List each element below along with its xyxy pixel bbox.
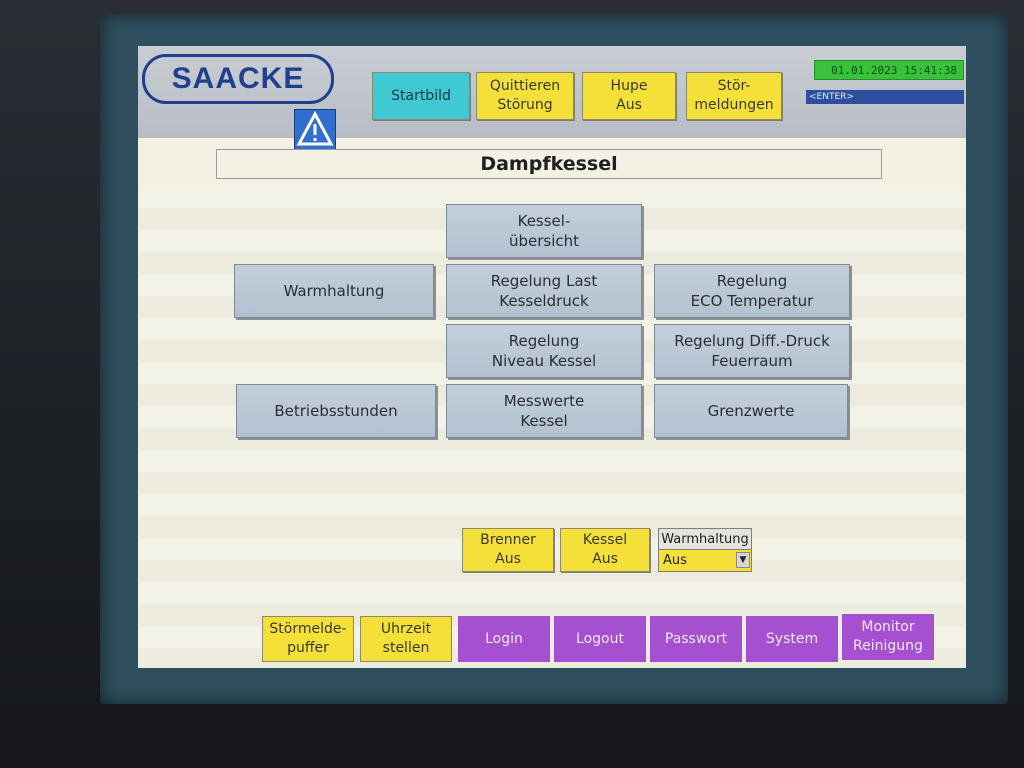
- warmhaltung-value-text: Aus: [663, 553, 687, 568]
- login-button[interactable]: Login: [458, 616, 550, 662]
- startbild-button[interactable]: Startbild: [372, 72, 470, 120]
- kessel-aus-button[interactable]: Kessel Aus: [560, 528, 650, 572]
- page-title: Dampfkessel: [216, 149, 882, 179]
- warmhaltung-select[interactable]: Warmhaltung Aus ▼: [658, 528, 752, 572]
- brenner-aus-button[interactable]: Brenner Aus: [462, 528, 554, 572]
- hmi-screen: SAACKE Startbild Quittieren Störung Hupe…: [138, 46, 966, 668]
- saacke-logo: SAACKE: [142, 54, 334, 104]
- kessel-uebersicht-button[interactable]: Kessel- übersicht: [446, 204, 642, 258]
- warmhaltung-select-label: Warmhaltung: [658, 528, 752, 550]
- warmhaltung-button[interactable]: Warmhaltung: [234, 264, 434, 318]
- regelung-eco-temperatur-button[interactable]: Regelung ECO Temperatur: [654, 264, 850, 318]
- regelung-diff-druck-feuerraum-button[interactable]: Regelung Diff.-Druck Feuerraum: [654, 324, 850, 378]
- warning-triangle-icon: [296, 110, 334, 146]
- monitor-reinigung-button[interactable]: Monitor Reinigung: [842, 614, 934, 660]
- logout-button[interactable]: Logout: [554, 616, 646, 662]
- system-button[interactable]: System: [746, 616, 838, 662]
- datetime-display: 01.01.2023 15:41:38: [814, 60, 964, 80]
- uhrzeit-stellen-button[interactable]: Uhrzeit stellen: [360, 616, 452, 662]
- hupe-aus-button[interactable]: Hupe Aus: [582, 72, 676, 120]
- grenzwerte-button[interactable]: Grenzwerte: [654, 384, 848, 438]
- dropdown-arrow-icon[interactable]: ▼: [736, 552, 750, 568]
- regelung-last-kesseldruck-button[interactable]: Regelung Last Kesseldruck: [446, 264, 642, 318]
- messwerte-kessel-button[interactable]: Messwerte Kessel: [446, 384, 642, 438]
- stoermeldungen-button[interactable]: Stör- meldungen: [686, 72, 782, 120]
- betriebsstunden-button[interactable]: Betriebsstunden: [236, 384, 436, 438]
- warmhaltung-select-value[interactable]: Aus ▼: [658, 550, 752, 572]
- quittieren-stoerung-button[interactable]: Quittieren Störung: [476, 72, 574, 120]
- regelung-niveau-kessel-button[interactable]: Regelung Niveau Kessel: [446, 324, 642, 378]
- header-bar: SAACKE Startbild Quittieren Störung Hupe…: [138, 46, 966, 138]
- stoermeldepuffer-button[interactable]: Störmelde- puffer: [262, 616, 354, 662]
- enter-hint: <ENTER>: [806, 90, 964, 104]
- passwort-button[interactable]: Passwort: [650, 616, 742, 662]
